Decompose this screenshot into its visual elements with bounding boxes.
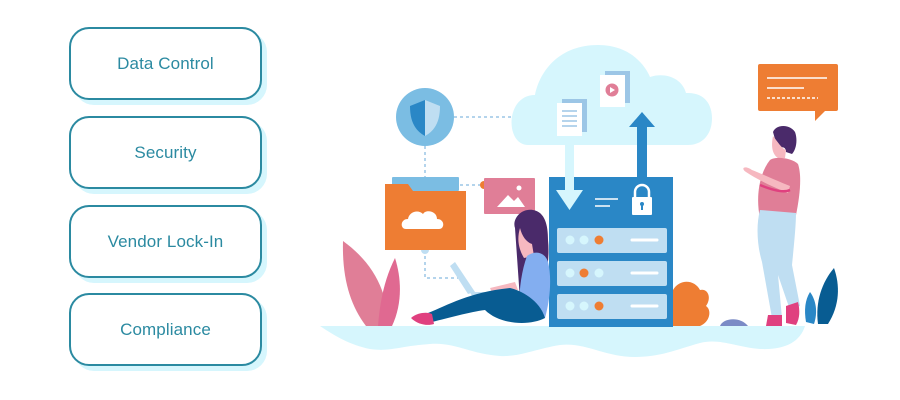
woman-with-laptop	[411, 209, 551, 325]
server-icon	[549, 177, 673, 327]
upload-arrow-icon	[629, 112, 655, 178]
folder-cloud-icon	[385, 177, 466, 250]
data-control-label: Data Control	[117, 53, 214, 73]
plant-right	[805, 268, 838, 324]
man-pointing	[743, 126, 801, 326]
vendor-lock-in-button[interactable]: Vendor Lock-In	[69, 205, 262, 278]
vendor-lock-in-label: Vendor Lock-In	[107, 231, 224, 251]
image-icon	[484, 178, 535, 214]
ground-wave	[320, 326, 805, 357]
plant-orange	[673, 281, 710, 326]
document-icon	[557, 99, 587, 136]
compliance-button[interactable]: Compliance	[69, 293, 262, 366]
plant-left	[342, 241, 400, 326]
rock	[720, 319, 748, 326]
speech-bubble-icon	[758, 64, 838, 121]
data-control-button[interactable]: Data Control	[69, 27, 262, 100]
security-button[interactable]: Security	[69, 116, 262, 189]
security-label: Security	[134, 142, 197, 162]
shield-icon	[396, 88, 454, 146]
video-file-icon	[600, 71, 630, 107]
lock-icon	[632, 183, 652, 215]
compliance-label: Compliance	[120, 319, 211, 339]
